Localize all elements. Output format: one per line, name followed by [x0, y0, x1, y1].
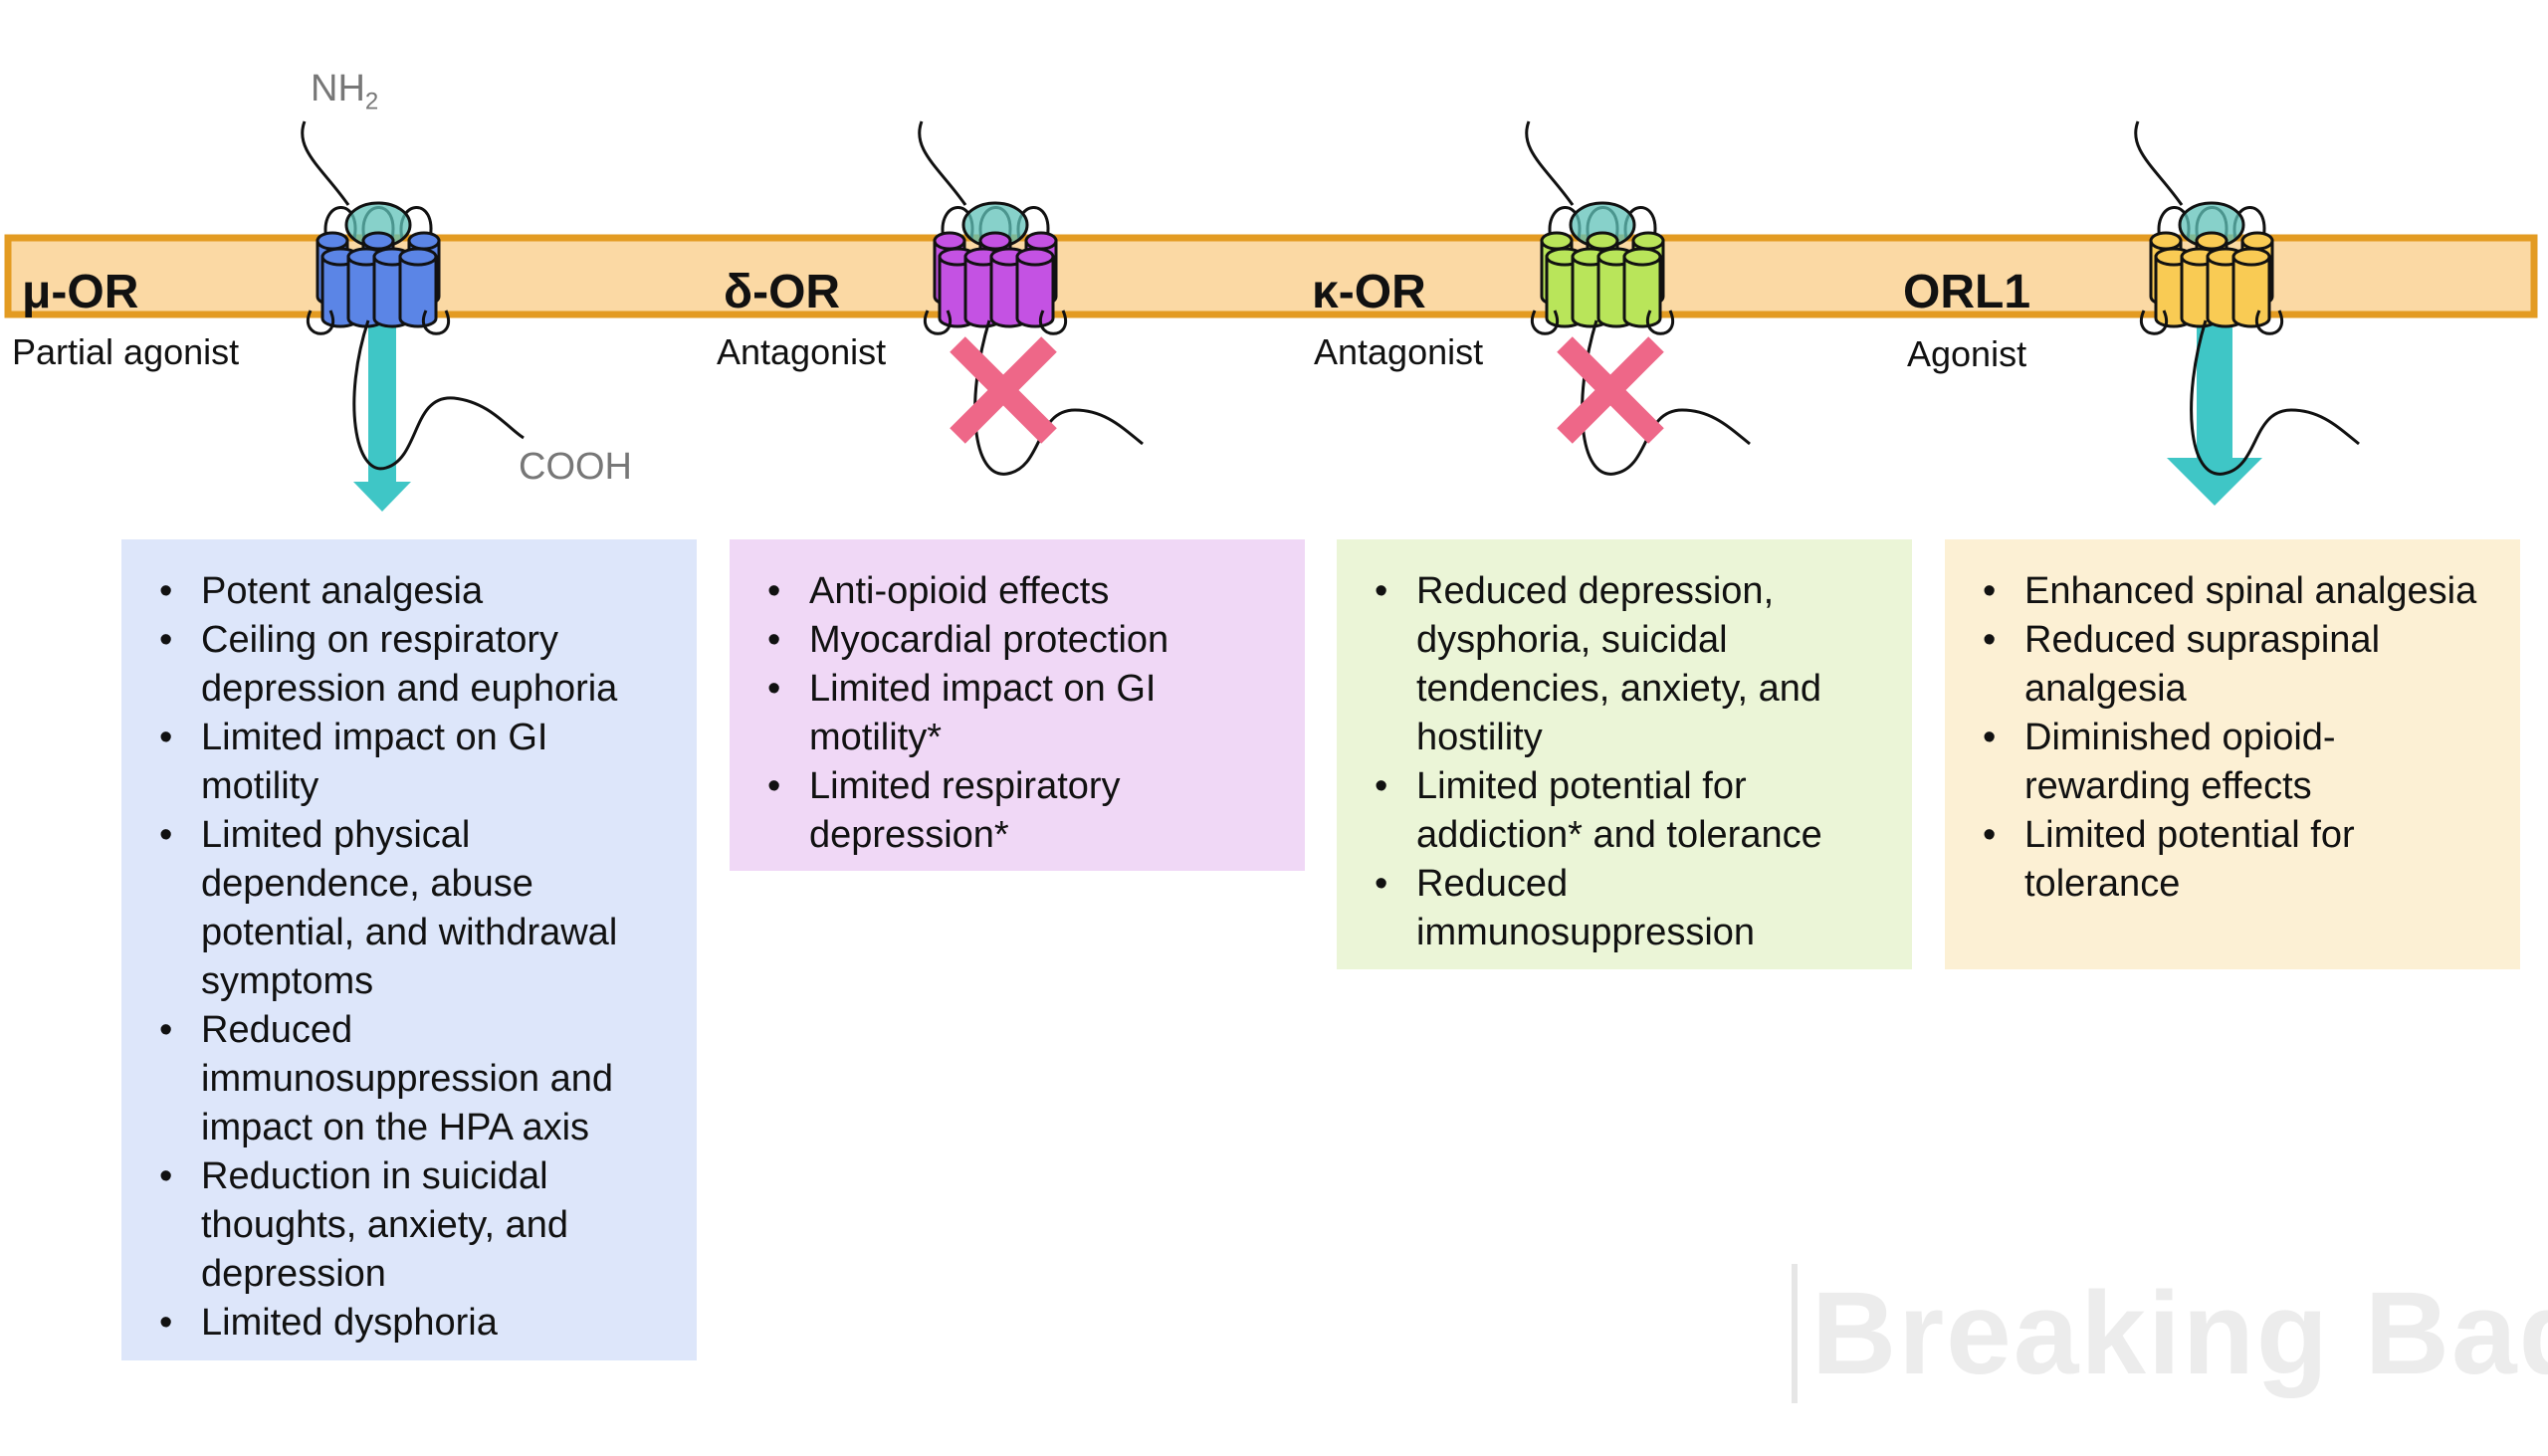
intracellular-loop [924, 310, 952, 335]
receptor-mu-graphic [301, 120, 525, 512]
intracellular-loop [307, 310, 334, 335]
effects-box-kappa: Reduced depression, dysphoria, suicidal … [1337, 539, 1912, 969]
effect-item: Reduced supraspinal analgesia [1983, 616, 2496, 714]
receptor-name-orl1: ORL1 [1903, 266, 2031, 318]
effect-item: Myocardial protection [767, 616, 1281, 665]
effects-list-kappa: Reduced depression, dysphoria, suicidal … [1375, 567, 1888, 957]
intracellular-loop [1039, 310, 1067, 335]
helix-cylinder-top [1015, 247, 1055, 267]
c-terminus-chain [2190, 319, 2360, 476]
helix-cylinder-top [2240, 231, 2274, 251]
c-terminus-label: COOH [519, 446, 632, 488]
n-terminus-text: NH [311, 68, 365, 109]
effects-list-delta: Anti-opioid effects Myocardial protectio… [767, 567, 1281, 860]
helix-cylinder-top [2149, 231, 2183, 251]
helix-cylinder-top [2195, 231, 2229, 251]
effect-item: Limited potential for addiction* and tol… [1375, 762, 1888, 860]
receptor-name-mu: μ-OR [22, 266, 139, 318]
receptor-name-kappa: κ-OR [1312, 266, 1426, 318]
receptor-name-delta: δ-OR [724, 266, 841, 318]
activity-label-kappa: Antagonist [1314, 331, 1484, 372]
n-terminus-chain [301, 120, 350, 206]
signal-arrow-head [353, 482, 411, 512]
helix-cylinder-top [1540, 231, 1574, 251]
effect-item: Limited potential for tolerance [1983, 811, 2496, 909]
helix-cylinder-top [1024, 231, 1058, 251]
effect-item: Reduction in suicidal thoughts, anxiety,… [159, 1152, 673, 1299]
effect-item: Ceiling on respiratory depression and eu… [159, 616, 673, 714]
helix-cylinder-top [933, 231, 966, 251]
helix-cylinder-top [1631, 231, 1665, 251]
n-terminus-chain [1525, 120, 1575, 206]
intracellular-loop [2255, 310, 2283, 335]
helix-cylinder-top [1622, 247, 1662, 267]
helix-cylinder-top [316, 231, 349, 251]
receptor-orl1-graphic [2134, 120, 2360, 506]
helix-cylinder [1622, 255, 1662, 328]
n-terminus-subscript: 2 [364, 88, 379, 115]
receptor-delta-graphic [918, 120, 1144, 476]
activity-label-orl1: Agonist [1907, 333, 2027, 374]
helix-cylinder-top [398, 247, 438, 267]
n-terminus-chain [918, 120, 967, 206]
block-x-icon [950, 336, 1057, 444]
block-x-icon [1557, 336, 1664, 444]
effect-item: Reduced immunosuppression and impact on … [159, 1006, 673, 1152]
intracellular-loop [422, 310, 450, 335]
effects-box-delta: Anti-opioid effects Myocardial protectio… [730, 539, 1305, 871]
helix-cylinder-top [361, 231, 395, 251]
watermark-logo: Breaking Bad [1792, 1264, 2548, 1403]
effects-box-orl1: Enhanced spinal analgesia Reduced supras… [1945, 539, 2520, 969]
effect-item: Diminished opioid-rewarding effects [1983, 714, 2496, 811]
intracellular-loop [1531, 310, 1559, 335]
c-terminus-chain [352, 319, 525, 471]
effects-list-mu: Potent analgesia Ceiling on respiratory … [159, 567, 673, 1348]
effect-item: Potent analgesia [159, 567, 673, 616]
helix-cylinder-top [407, 231, 441, 251]
effect-item: Reduced depression, dysphoria, suicidal … [1375, 567, 1888, 762]
signal-arrow-head [2167, 458, 2262, 506]
helix-cylinder [2231, 255, 2271, 328]
effect-item: Limited impact on GI motility [159, 714, 673, 811]
effect-item: Reduced immunosuppression [1375, 860, 1888, 957]
effects-box-mu: Potent analgesia Ceiling on respiratory … [121, 539, 697, 1360]
activity-label-mu: Partial agonist [12, 331, 240, 372]
n-terminus-chain [2134, 120, 2184, 206]
intracellular-loop [2140, 310, 2168, 335]
effect-item: Enhanced spinal analgesia [1983, 567, 2496, 616]
effect-item: Limited dysphoria [159, 1299, 673, 1348]
helix-cylinder [1015, 255, 1055, 328]
effect-item: Anti-opioid effects [767, 567, 1281, 616]
helix-cylinder [398, 255, 438, 328]
effects-list-orl1: Enhanced spinal analgesia Reduced supras… [1983, 567, 2496, 909]
helix-cylinder-top [2231, 247, 2271, 267]
receptor-kappa-graphic [1525, 120, 1751, 476]
activity-label-delta: Antagonist [717, 331, 887, 372]
helix-cylinder-top [978, 231, 1012, 251]
intracellular-loop [1646, 310, 1674, 335]
helix-cylinder-top [1586, 231, 1619, 251]
effect-item: Limited physical dependence, abuse poten… [159, 811, 673, 1006]
signal-arrow-shaft [368, 299, 396, 482]
effect-item: Limited impact on GI motility* [767, 665, 1281, 762]
n-terminus-label: NH2 [311, 70, 378, 114]
effect-item: Limited respiratory depression* [767, 762, 1281, 860]
